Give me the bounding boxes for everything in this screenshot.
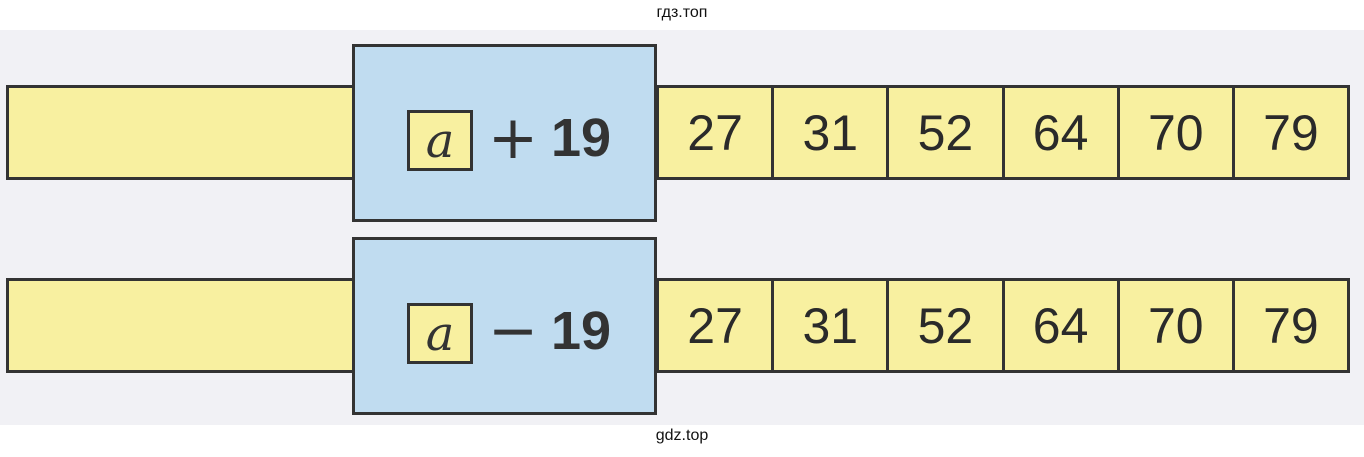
value-cell: 27 <box>656 85 772 180</box>
value-cell: 27 <box>656 278 772 373</box>
value-cell: 79 <box>1231 85 1351 180</box>
plus-sign: + <box>487 103 539 173</box>
operand: 19 <box>551 301 612 361</box>
value-cell: 52 <box>886 85 1002 180</box>
operation-box: a + 19 <box>352 44 657 222</box>
variable-box: a <box>407 110 473 171</box>
addition-row: 27 31 52 64 70 79 a + 19 <box>0 44 1364 222</box>
value-cell: 64 <box>1001 85 1117 180</box>
value-cell: 64 <box>1001 278 1117 373</box>
operation-box: a − 19 <box>352 237 657 415</box>
value-cell: 79 <box>1231 278 1351 373</box>
operand: 19 <box>551 108 612 168</box>
answer-cell[interactable] <box>6 85 354 180</box>
value-cell: 31 <box>771 85 887 180</box>
value-cell: 70 <box>1116 85 1232 180</box>
value-cell: 70 <box>1116 278 1232 373</box>
value-cell: 31 <box>771 278 887 373</box>
value-cells: 27 31 52 64 70 79 <box>656 278 1351 373</box>
variable-box: a <box>407 303 473 364</box>
minus-sign: − <box>487 296 539 366</box>
value-cell: 52 <box>886 278 1002 373</box>
watermark-top: гдз.топ <box>656 4 708 21</box>
value-cells: 27 31 52 64 70 79 <box>656 85 1351 180</box>
answer-cell[interactable] <box>6 278 354 373</box>
subtraction-row: 27 31 52 64 70 79 a − 19 <box>0 237 1364 415</box>
watermark-bottom: gdz.top <box>655 427 709 444</box>
